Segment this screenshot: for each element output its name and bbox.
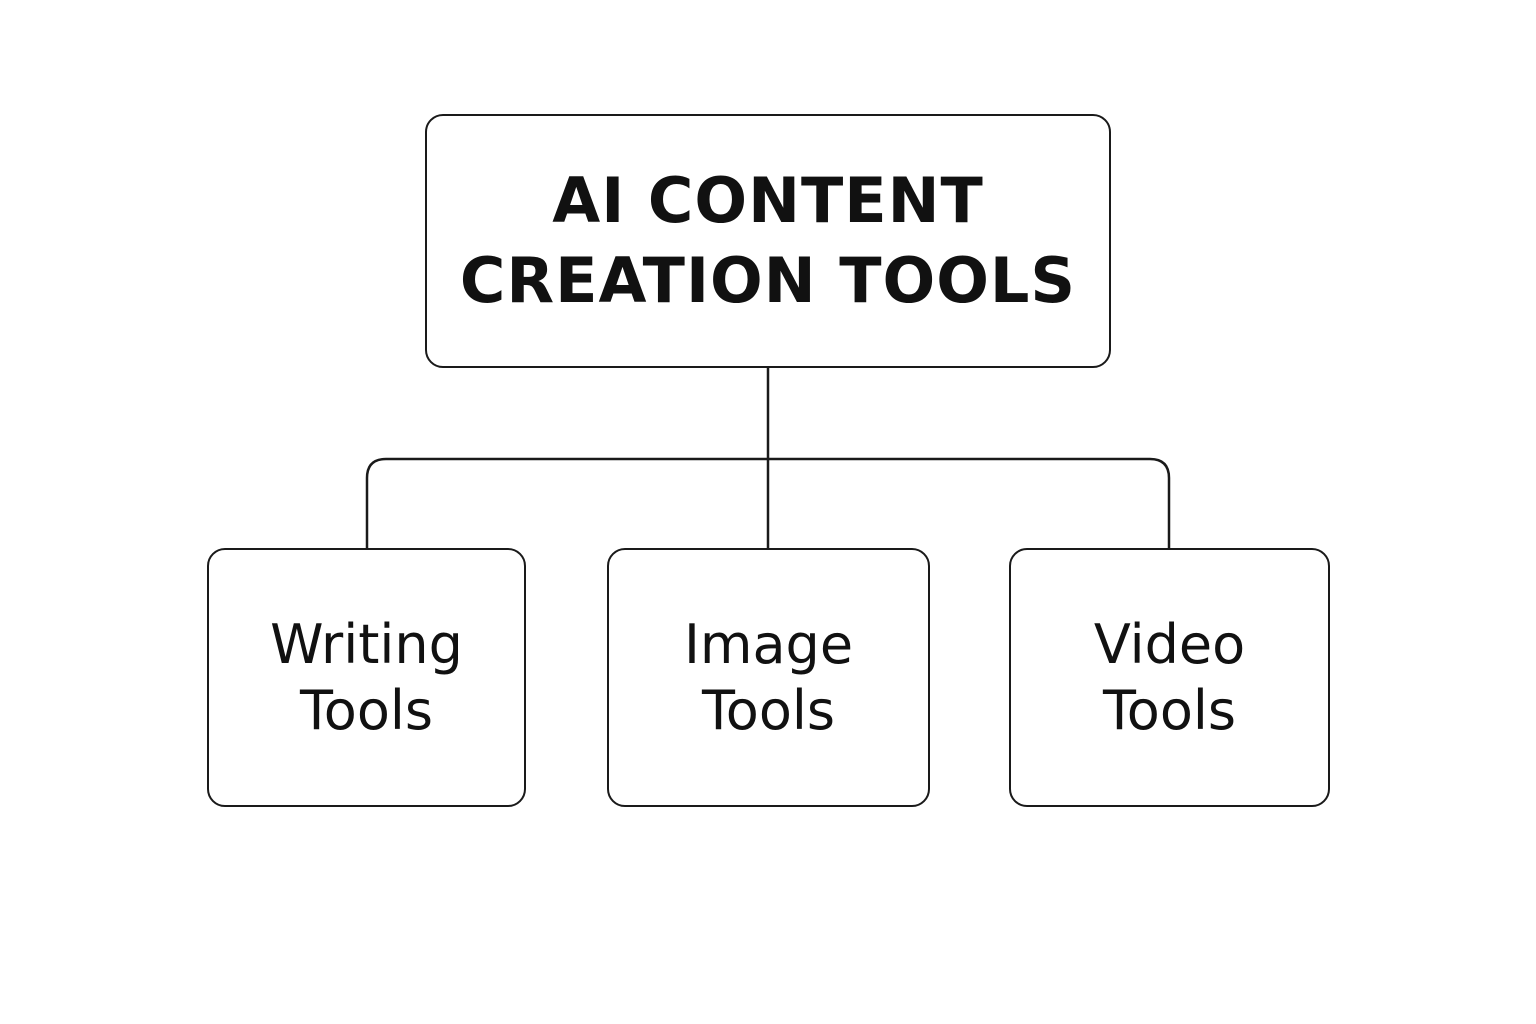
- child-node-image-tools: Image Tools: [607, 548, 930, 807]
- connector-branch-bar: [365, 457, 1171, 548]
- writing-label-line-1: Writing: [270, 612, 463, 676]
- child-node-video-tools: Video Tools: [1009, 548, 1330, 807]
- video-label-line-1: Video: [1093, 612, 1246, 676]
- image-label-line-1: Image: [683, 612, 854, 676]
- root-node-ai-content-creation-tools: AI CONTENT CREATION TOOLS: [425, 114, 1111, 368]
- root-title-line-2: CREATION TOOLS: [459, 244, 1077, 317]
- writing-label-line-2: Tools: [299, 678, 434, 742]
- child-node-writing-tools: Writing Tools: [207, 548, 526, 807]
- video-label-line-2: Tools: [1102, 678, 1237, 742]
- image-label-line-2: Tools: [701, 678, 836, 742]
- root-title-line-1: AI CONTENT: [552, 164, 984, 237]
